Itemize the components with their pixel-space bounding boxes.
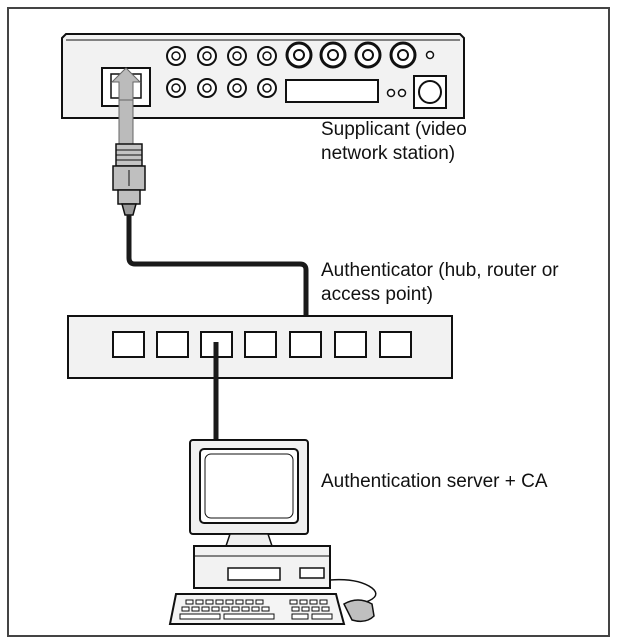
supplicant-label-line-1: Supplicant (video [321,119,467,140]
video-network-station [61,33,465,119]
rca-jacks-bottom [166,78,277,98]
insert-arrow-icon [110,67,142,147]
rca-jacks-top [166,46,277,66]
supplicant-label-line-2: network station) [321,143,456,164]
ethernet-cable-supplicant [126,215,309,342]
terminal-block [285,79,379,103]
rj45-plug-icon [112,143,146,216]
bnc-connectors [285,41,417,69]
supplicant-label: Supplicant (video network station) [321,118,467,166]
authenticator-label: Authenticator (hub, router or access poi… [321,259,559,307]
authenticator-label-line-1: Authenticator (hub, router or [321,260,559,281]
diagram-frame [7,7,610,637]
server-computer-icon [168,439,377,625]
authenticator-label-line-2: access point) [321,284,433,305]
mouse-icon [343,599,375,623]
hub-device [67,315,453,379]
server-label: Authentication server + CA [321,471,548,492]
status-led [425,50,435,60]
